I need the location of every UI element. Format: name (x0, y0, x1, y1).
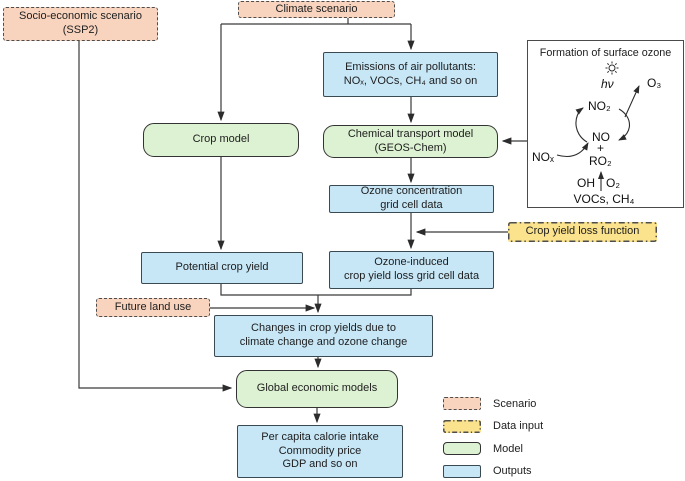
node-crop-yield-loss-function: Crop yield loss function (508, 222, 657, 242)
legend-label: Model (493, 442, 523, 455)
node-crop-model: Crop model (143, 123, 299, 157)
node-yield-changes: Changes in crop yields due to climate ch… (214, 315, 433, 357)
node-chemical-transport-model: Chemical transport model (GEOS-Chem) (323, 125, 498, 158)
node-label: Crop model (192, 133, 250, 146)
node-label: Changes in crop yields due to climate ch… (239, 322, 408, 348)
ozone-formation-panel: Formation of surface ozone hν (527, 40, 684, 208)
dashdot-border (443, 419, 481, 433)
o3-label: O₃ (647, 76, 662, 90)
node-label: Chemical transport model (GEOS-Chem) (347, 127, 474, 154)
node-label: Potential crop yield (175, 261, 269, 274)
ro2-label: RO₂ (589, 154, 612, 168)
legend-label: Data input (493, 420, 544, 433)
node-label: Future land use (114, 300, 192, 313)
nox-label: NOₓ (532, 150, 554, 164)
node-climate-scenario: Climate scenario (238, 1, 395, 18)
no-label: NO (592, 130, 610, 144)
vocs-ch4-label: VOCs, CH₄ (573, 192, 635, 206)
node-economic-outputs: Per capita calorie intake Commodity pric… (237, 425, 403, 478)
legend-label: Outputs (493, 465, 532, 478)
node-future-land-use: Future land use (96, 298, 210, 317)
node-ozone-concentration: Ozone concentration grid cell data (329, 185, 494, 213)
legend-item-data-input: Data input (443, 419, 544, 433)
node-label: Ozone concentration grid cell data (360, 185, 463, 211)
node-potential-crop-yield: Potential crop yield (141, 252, 303, 284)
node-label: Emissions of air pollutants: NOₓ, VOCs, … (343, 60, 478, 87)
node-ozone-induced-loss: Ozone-induced crop yield loss grid cell … (329, 251, 494, 289)
panel-title: Formation of surface ozone (539, 47, 672, 59)
legend-item-model: Model (443, 442, 543, 456)
dashdot-border (508, 222, 657, 242)
node-label: Socio-economic scenario (SSP2) (19, 10, 142, 36)
node-socio-economic-scenario: Socio-economic scenario (SSP2) (3, 7, 158, 41)
node-emissions: Emissions of air pollutants: NOₓ, VOCs, … (323, 52, 498, 97)
oh-label: OH (577, 176, 595, 190)
legend-item-outputs: Outputs (443, 464, 543, 478)
legend: Scenario Data input Model Outputs (443, 397, 543, 481)
data-input-swatch (443, 419, 481, 433)
no2-label: NO₂ (588, 99, 611, 113)
node-label: Ozone-induced crop yield loss grid cell … (343, 256, 480, 282)
node-global-economic-models: Global economic models (236, 370, 398, 408)
legend-label: Scenario (493, 397, 537, 410)
legend-item-scenario: Scenario (443, 397, 543, 410)
hv-label: hν (601, 77, 614, 91)
node-label: Per capita calorie intake Commodity pric… (261, 431, 379, 471)
model-swatch (443, 442, 481, 456)
scenario-swatch (443, 397, 481, 410)
node-label: Climate scenario (275, 2, 358, 15)
node-label: Global economic models (256, 382, 378, 395)
sun-icon (605, 61, 619, 75)
node-label: Crop yield loss function (525, 225, 640, 238)
plus-label: + (597, 141, 605, 155)
o2-label: O₂ (606, 176, 620, 190)
outputs-swatch (443, 464, 481, 478)
